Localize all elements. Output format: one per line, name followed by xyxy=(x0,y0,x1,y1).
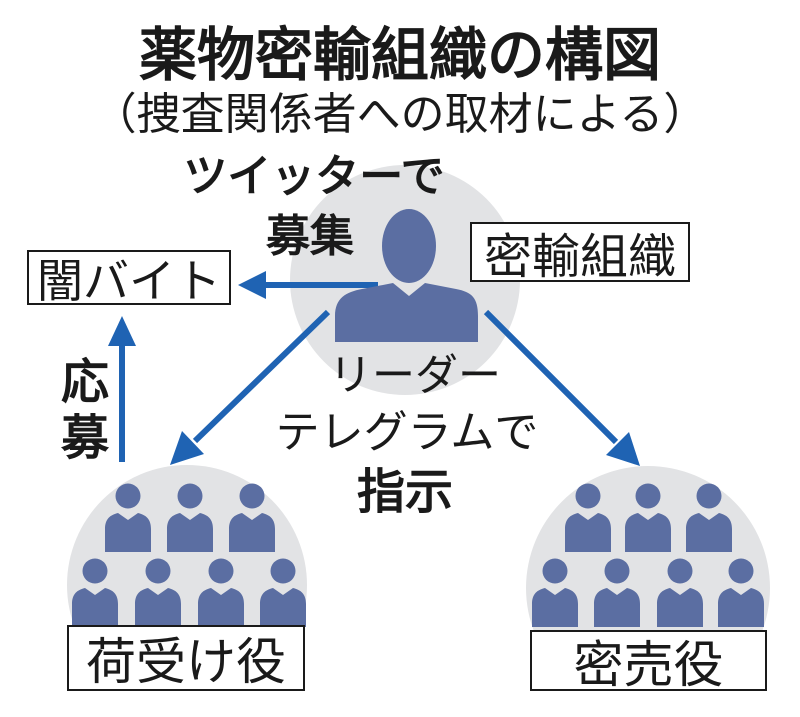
arrow-shaft xyxy=(192,309,331,444)
arrow-down-right-icon xyxy=(483,309,640,466)
sellers-label: 密売役 xyxy=(573,635,724,694)
diagram-subtitle: （捜査関係者への取材による） xyxy=(92,89,708,140)
arrow-up-icon xyxy=(108,316,136,462)
diagram-title: 薬物密輸組織の構図 xyxy=(138,21,661,89)
recruit-action-label: 募集 xyxy=(266,211,354,262)
sellers-box: 密売役 xyxy=(530,630,767,694)
arrowhead xyxy=(170,431,204,465)
receivers-label: 荷受け役 xyxy=(86,633,286,691)
apply-label: 応募 xyxy=(52,356,108,468)
arrow-down-left-icon xyxy=(170,309,331,465)
arrow-left-icon xyxy=(238,271,378,299)
receivers-box: 荷受け役 xyxy=(67,625,305,691)
arrow-shaft xyxy=(483,309,619,445)
arrowhead xyxy=(606,432,640,466)
instruction-channel-label: テレグラムで xyxy=(275,407,539,458)
organization-box: 密輸組織 xyxy=(470,222,690,285)
instruction-action-label: 指示 xyxy=(356,464,453,520)
part-time-job-box: 闇バイト xyxy=(27,250,231,308)
leader-label: リーダー xyxy=(329,351,501,401)
part-time-job-label: 闇バイト xyxy=(37,253,221,308)
recruit-channel-label: ツイッターで xyxy=(183,151,445,202)
arrowhead xyxy=(238,271,266,299)
leader-person-icon xyxy=(335,209,478,342)
organization-label: 密輸組織 xyxy=(483,229,676,285)
arrowhead xyxy=(108,316,136,346)
